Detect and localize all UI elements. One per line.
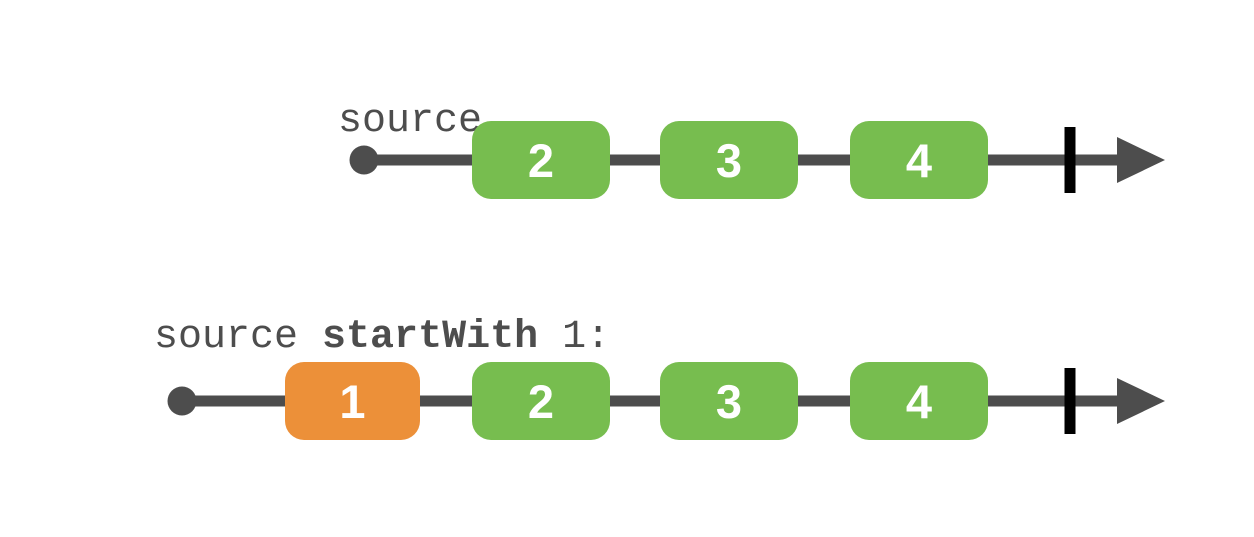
- marble-value: 2: [527, 133, 555, 187]
- label-prefix: source: [154, 315, 323, 360]
- marble-item[interactable]: 4: [850, 362, 988, 440]
- marble-item[interactable]: 4: [850, 121, 988, 199]
- timeline-track: [182, 395, 1117, 407]
- timeline-startwith-result: 1 2 3 4: [0, 341, 1254, 461]
- marble-item[interactable]: 2: [472, 362, 610, 440]
- marble-item-inserted[interactable]: 1: [285, 362, 420, 440]
- marble-value: 1: [339, 374, 366, 428]
- marble-item[interactable]: 3: [660, 121, 798, 199]
- result-timeline-label: source startWith 1:: [58, 272, 610, 404]
- marble-value: 3: [715, 133, 743, 187]
- label-prefix: source: [338, 99, 483, 144]
- timeline-arrow-icon: [1117, 137, 1165, 183]
- timeline-start-dot: [349, 145, 379, 175]
- marble-item[interactable]: 2: [472, 121, 610, 199]
- marble-value: 4: [905, 374, 933, 428]
- marble-value: 2: [527, 374, 555, 428]
- marble-value: 3: [715, 374, 743, 428]
- timeline-arrow-icon: [1117, 378, 1165, 424]
- completion-bar: [1064, 368, 1076, 434]
- marble-value: 4: [905, 133, 933, 187]
- completion-bar: [1064, 127, 1076, 193]
- source-timeline-label: source: [242, 56, 482, 188]
- label-suffix: 1:: [538, 315, 611, 360]
- label-operator: startWith: [322, 315, 539, 360]
- timeline-source: 2 3 4: [0, 100, 1254, 220]
- timeline-start-dot: [167, 386, 197, 416]
- marble-item[interactable]: 3: [660, 362, 798, 440]
